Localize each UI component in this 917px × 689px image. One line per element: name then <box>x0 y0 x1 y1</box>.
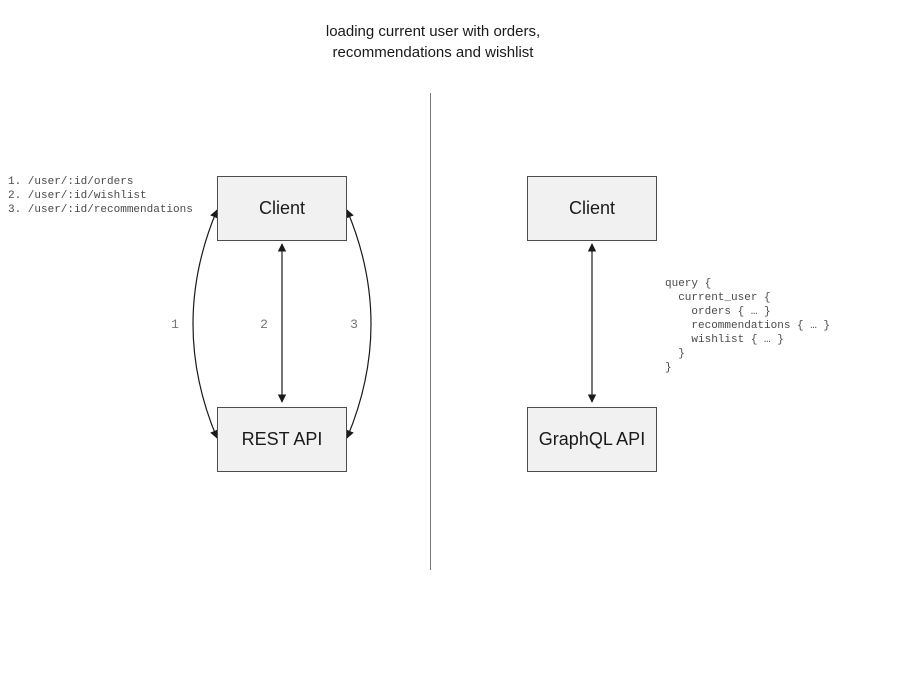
rest-endpoint-list: 1. /user/:id/orders 2. /user/:id/wishlis… <box>8 175 193 217</box>
query-line: } <box>665 362 672 374</box>
query-line: recommendations { … } <box>665 320 831 332</box>
graphql-query-code: query { current_user { orders { … } reco… <box>665 277 830 375</box>
diagram-title: loading current user with orders, recomm… <box>183 21 683 63</box>
endpoint-recommendations: 3. /user/:id/recommendations <box>8 204 193 216</box>
query-line: current_user { <box>665 292 771 304</box>
query-line: wishlist { … } <box>665 334 784 346</box>
graphql-client-box: Client <box>527 176 657 241</box>
graphql-client-label: Client <box>568 198 616 218</box>
graphql-api-label: GraphQL API <box>538 429 646 449</box>
rest-arrow-orders <box>192 209 218 439</box>
arrow-label-3: 3 <box>350 317 358 332</box>
divider-line <box>430 93 431 570</box>
endpoint-wishlist: 2. /user/:id/wishlist <box>8 190 147 202</box>
rest-client-box: Client <box>217 176 347 241</box>
title-line-1: loading current user with orders, <box>325 23 541 40</box>
rest-api-label: REST API <box>241 429 323 449</box>
graphql-api-box: GraphQL API <box>527 407 657 472</box>
title-line-2: recommendations and wishlist <box>332 44 534 61</box>
endpoint-orders: 1. /user/:id/orders <box>8 176 134 188</box>
arrow-label-2: 2 <box>260 317 268 332</box>
query-line: orders { … } <box>665 306 771 318</box>
rest-api-box: REST API <box>217 407 347 472</box>
rest-client-label: Client <box>258 198 306 218</box>
arrow-label-1: 1 <box>171 317 179 332</box>
query-line: query { <box>665 278 712 290</box>
query-line: } <box>665 348 685 360</box>
